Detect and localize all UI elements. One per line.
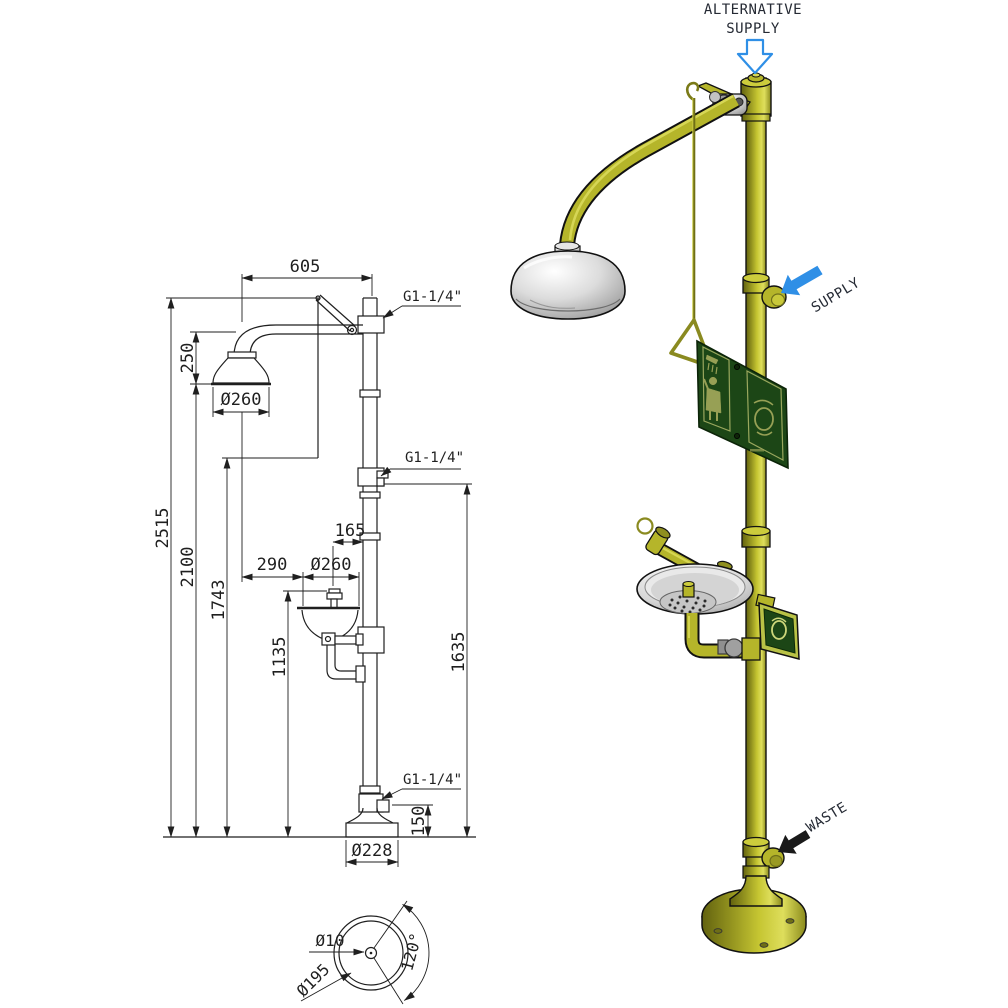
sign-bolt bbox=[734, 432, 741, 439]
dim-label: 250 bbox=[178, 343, 198, 374]
orthographic-drawing: 605 2515 250 2100 1743 1135 bbox=[153, 257, 476, 1005]
eyewash-2d bbox=[297, 588, 366, 683]
shower-arm-2d bbox=[211, 294, 363, 458]
dim-base-diameter: Ø228 bbox=[345, 840, 399, 867]
eyewash-pictogram bbox=[750, 399, 774, 452]
dim-2100: 2100 bbox=[178, 383, 212, 838]
thread-label: G1-1/4" bbox=[403, 772, 462, 788]
supply-arrow-icon bbox=[781, 265, 823, 296]
dim-label: Ø228 bbox=[352, 841, 393, 861]
dim-165: 165 bbox=[332, 521, 366, 586]
dim-1135: 1135 bbox=[270, 590, 327, 838]
pole-2d bbox=[345, 297, 399, 838]
dim-label: 2515 bbox=[153, 508, 173, 549]
eyewash-pictogram-panel bbox=[746, 369, 784, 462]
anchor-bolt-hole bbox=[785, 918, 795, 924]
bowl-mount-collar-top bbox=[741, 525, 771, 537]
base-bolt-pattern-detail: 120° Ø10 Ø195 bbox=[293, 900, 430, 1005]
thread-callout-middle: G1-1/4" bbox=[380, 450, 464, 477]
alternative-supply-label-line2: SUPPLY bbox=[726, 21, 780, 37]
shower-pictogram bbox=[703, 354, 722, 421]
dim-label: 165 bbox=[335, 521, 366, 541]
dim-label: Ø260 bbox=[221, 390, 262, 410]
dim-1743: 1743 bbox=[209, 457, 318, 838]
dim-label: 1135 bbox=[270, 637, 290, 678]
anchor-bolt-hole bbox=[713, 928, 723, 934]
dim-150: 150 bbox=[392, 804, 433, 838]
dim-head-diameter: Ø260 bbox=[212, 387, 270, 417]
dim-2515: 2515 bbox=[153, 297, 320, 838]
shower-head-3d bbox=[510, 241, 626, 320]
hand-push-flag bbox=[755, 593, 800, 660]
thread-callout-top: G1-1/4" bbox=[382, 289, 462, 319]
base-flange bbox=[701, 865, 807, 954]
rod-hook bbox=[685, 81, 700, 102]
dim-bowl-diameter: Ø260 bbox=[302, 555, 360, 606]
dim-label: Ø260 bbox=[311, 555, 352, 575]
supply-annotation: SUPPLY bbox=[781, 265, 863, 316]
isometric-view: ALTERNATIVE SUPPLY SUPPLY WASTE bbox=[510, 2, 863, 954]
nozzle-cap-ring bbox=[636, 517, 654, 535]
pole-3d bbox=[745, 77, 767, 886]
dim-label: 2100 bbox=[178, 547, 198, 588]
waste-label: WASTE bbox=[804, 799, 851, 836]
supply-inlet bbox=[742, 272, 787, 309]
alternative-supply-arrow-icon bbox=[736, 38, 774, 75]
sign-fine-print bbox=[750, 449, 764, 452]
dim-label: 1635 bbox=[449, 632, 469, 673]
angle-label: 120° bbox=[397, 931, 425, 973]
bowl-valve bbox=[724, 638, 744, 658]
dim-1635: 1635 bbox=[384, 483, 472, 838]
hole-dia-label: Ø10 bbox=[316, 931, 345, 950]
safety-sign bbox=[696, 339, 789, 470]
thread-callout-bottom: G1-1/4" bbox=[381, 772, 462, 800]
waste-annotation: WASTE bbox=[778, 799, 851, 854]
dim-label: 1743 bbox=[209, 580, 229, 621]
shower-pictogram-panel bbox=[702, 346, 731, 432]
anchor-bolt-hole bbox=[759, 942, 769, 948]
flag-eyewash-pictogram bbox=[771, 620, 787, 640]
shower-arm-3d bbox=[559, 92, 740, 253]
alternative-supply-label-line1: ALTERNATIVE bbox=[704, 2, 802, 18]
waste-arrow-icon bbox=[778, 830, 811, 854]
thread-label: G1-1/4" bbox=[403, 289, 462, 305]
dim-250: 250 bbox=[178, 331, 236, 385]
dim-605: 605 bbox=[241, 257, 373, 322]
drain-holes bbox=[668, 594, 707, 614]
left-spray-nozzle bbox=[645, 526, 671, 556]
dim-label: 150 bbox=[409, 806, 429, 837]
dim-290: 290 bbox=[241, 412, 304, 582]
supply-label: SUPPLY bbox=[809, 275, 863, 316]
dim-label: 290 bbox=[257, 555, 288, 575]
sign-bolt bbox=[734, 363, 741, 370]
thread-label: G1-1/4" bbox=[405, 450, 464, 466]
eyewash-unit-3d bbox=[636, 517, 761, 661]
alternative-supply-annotation: ALTERNATIVE SUPPLY bbox=[704, 2, 802, 75]
dim-label: 605 bbox=[290, 257, 321, 277]
waste-outlet bbox=[742, 836, 785, 869]
